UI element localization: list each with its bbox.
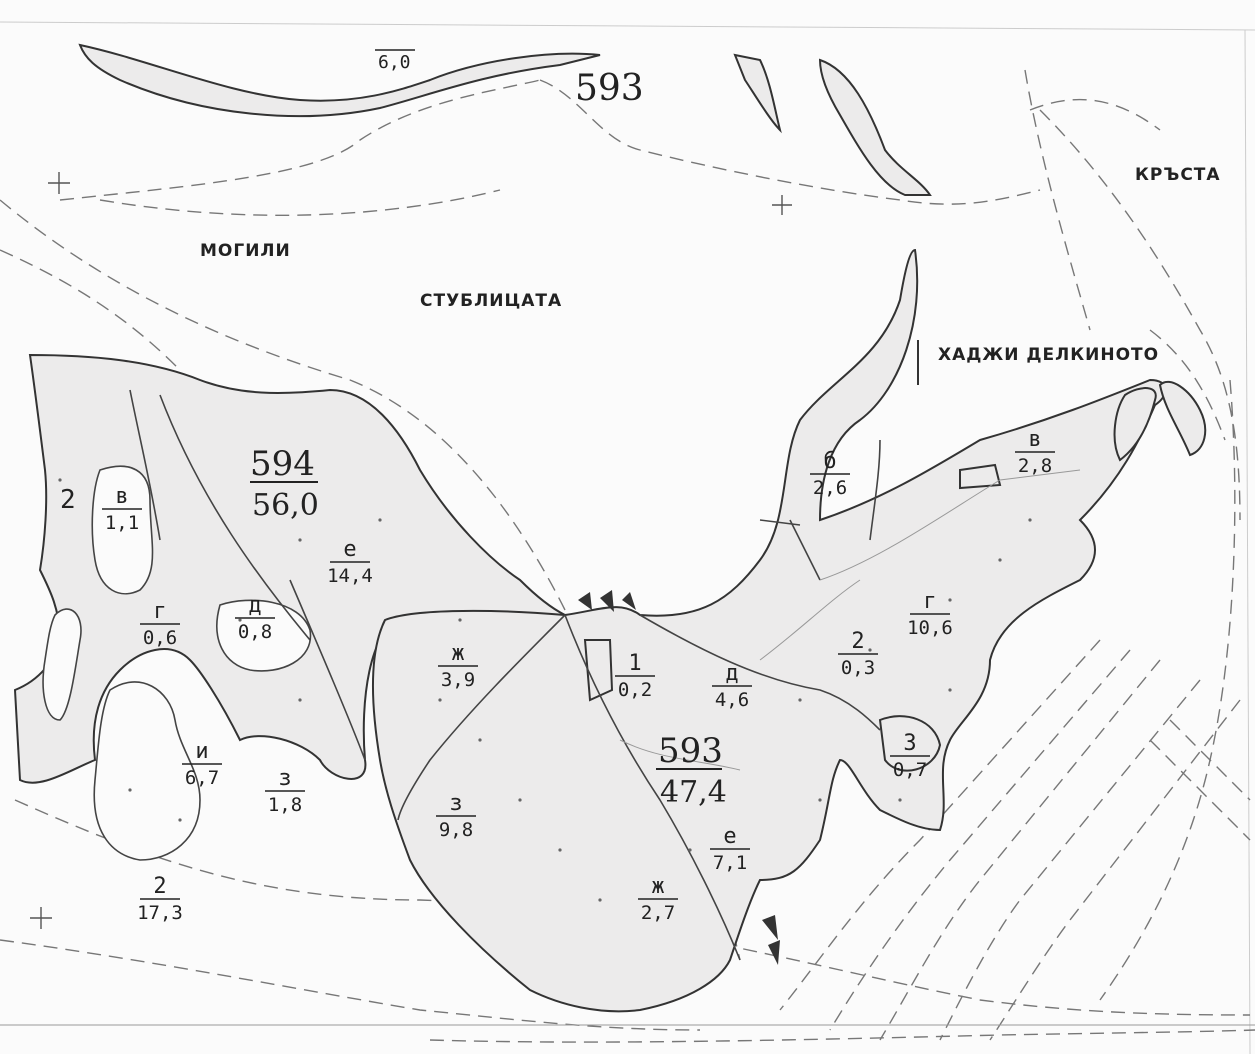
- terrain-dot: [178, 818, 182, 822]
- plot-letter: г: [153, 599, 166, 624]
- plot-label-b_right: б 2,6: [810, 449, 850, 499]
- terrain-dot: [458, 618, 462, 622]
- plot-label-d_mid: д 4,6: [712, 661, 752, 711]
- section-593-top: 593: [575, 68, 644, 109]
- plot-label-two_bottom: 217,3: [137, 874, 183, 924]
- plot-area: 0,2: [618, 679, 652, 701]
- plot-label-v_right: в 2,8: [1015, 427, 1055, 477]
- plot-label-i_left: и 6,7: [182, 739, 222, 789]
- plot-letter: ж: [651, 874, 664, 899]
- plot-label-e_mid: е 7,1: [710, 824, 750, 874]
- top-value: 6,0: [378, 52, 411, 73]
- plot-area: 2,6: [813, 477, 847, 499]
- terrain-dot: [1028, 518, 1032, 522]
- terrain-dot: [298, 538, 302, 542]
- place-hadzhi-delkinoto: ХАДЖИ ДЕЛКИНОТО: [938, 345, 1159, 365]
- place-krasta: КРЪСТА: [1135, 165, 1221, 185]
- plot-area: 14,4: [327, 565, 373, 587]
- plot-letter: в: [1028, 427, 1041, 452]
- plot-label-zh_mid: ж 3,9: [438, 641, 478, 691]
- plot-letter: з: [449, 791, 462, 816]
- terrain-dot: [798, 698, 802, 702]
- plot-area: 1,8: [268, 794, 302, 816]
- terrain-dot: [128, 788, 132, 792]
- terrain-dot: [558, 848, 562, 852]
- terrain-dot: [598, 898, 602, 902]
- top-shore: [78, 43, 601, 118]
- plot-label-zh_bottom: ж 2,7: [638, 874, 678, 924]
- terrain-dot: [948, 598, 952, 602]
- terrain-dot: [998, 558, 1002, 562]
- plot-label-d_left: д 0,8: [235, 593, 275, 643]
- section-593-area: 47,4: [660, 775, 727, 810]
- place-mogili: МОГИЛИ: [200, 241, 291, 261]
- plot-letter: д: [725, 661, 738, 686]
- plot-area: 0,8: [238, 621, 272, 643]
- plot-letter: в: [115, 484, 128, 509]
- left-plot-two: 2: [60, 485, 76, 515]
- plot-area: 0,6: [143, 627, 177, 649]
- plot-letter: б: [823, 449, 836, 474]
- top-shore-3: [818, 58, 932, 196]
- section-593-number: 593: [658, 731, 723, 771]
- terrain-dot: [948, 688, 952, 692]
- top-shore-2: [733, 53, 782, 134]
- plot-label-g_right: г 10,6: [907, 589, 953, 639]
- terrain-dot: [868, 648, 872, 652]
- plot-label-v_left: в 1,1: [102, 484, 142, 534]
- plot-letter: 2: [851, 629, 864, 654]
- plot-letter: и: [195, 739, 208, 764]
- plot-area: 3,9: [441, 669, 475, 691]
- section-594-number: 594: [250, 444, 315, 484]
- plot-letter: д: [248, 593, 261, 618]
- plot-letter: е: [723, 824, 736, 849]
- plot-letter: 2: [153, 874, 166, 899]
- central-shore: [372, 248, 1167, 1013]
- place-stublitsata: СТУБЛИЦАТА: [420, 291, 562, 311]
- plot-letter: 3: [903, 731, 916, 756]
- plot-label-e_left: е 14,4: [327, 537, 373, 587]
- terrain-dot: [478, 738, 482, 742]
- terrain-dot: [898, 798, 902, 802]
- plot-label-two_right: 20,3: [838, 629, 878, 679]
- plot-letter: 1: [628, 651, 641, 676]
- plot-area: 0,3: [841, 657, 875, 679]
- terrain-dot: [238, 618, 242, 622]
- plot-area: 10,6: [907, 617, 953, 639]
- plot-letter: ж: [451, 641, 464, 666]
- plot-label-z_mid: з 9,8: [436, 791, 476, 841]
- terrain-dot: [378, 518, 382, 522]
- terrain-dot: [58, 478, 62, 482]
- plot-letter: е: [343, 537, 356, 562]
- section-594-area: 56,0: [252, 488, 319, 523]
- plot-label-z_left: з 1,8: [265, 766, 305, 816]
- plot-area: 2,8: [1018, 455, 1052, 477]
- plot-label-z_right: 30,7: [890, 731, 930, 781]
- plot-label-g_left: г 0,6: [140, 599, 180, 649]
- plot-area: 2,7: [641, 902, 675, 924]
- terrain-dot: [438, 698, 442, 702]
- terrain-dot: [518, 798, 522, 802]
- plot-area: 0,7: [893, 759, 927, 781]
- plot-area: 4,6: [715, 689, 749, 711]
- plot-area: 6,7: [185, 767, 219, 789]
- terrain-dot: [298, 698, 302, 702]
- plot-area: 17,3: [137, 902, 183, 924]
- plot-label-one_mid: 10,2: [615, 651, 655, 701]
- plot-area: 1,1: [105, 512, 139, 534]
- plot-area: 7,1: [713, 852, 747, 874]
- plot-letter: г: [923, 589, 936, 614]
- terrain-dot: [818, 798, 822, 802]
- plot-area: 9,8: [439, 819, 473, 841]
- plot-letter: з: [278, 766, 291, 791]
- terrain-dot: [688, 848, 692, 852]
